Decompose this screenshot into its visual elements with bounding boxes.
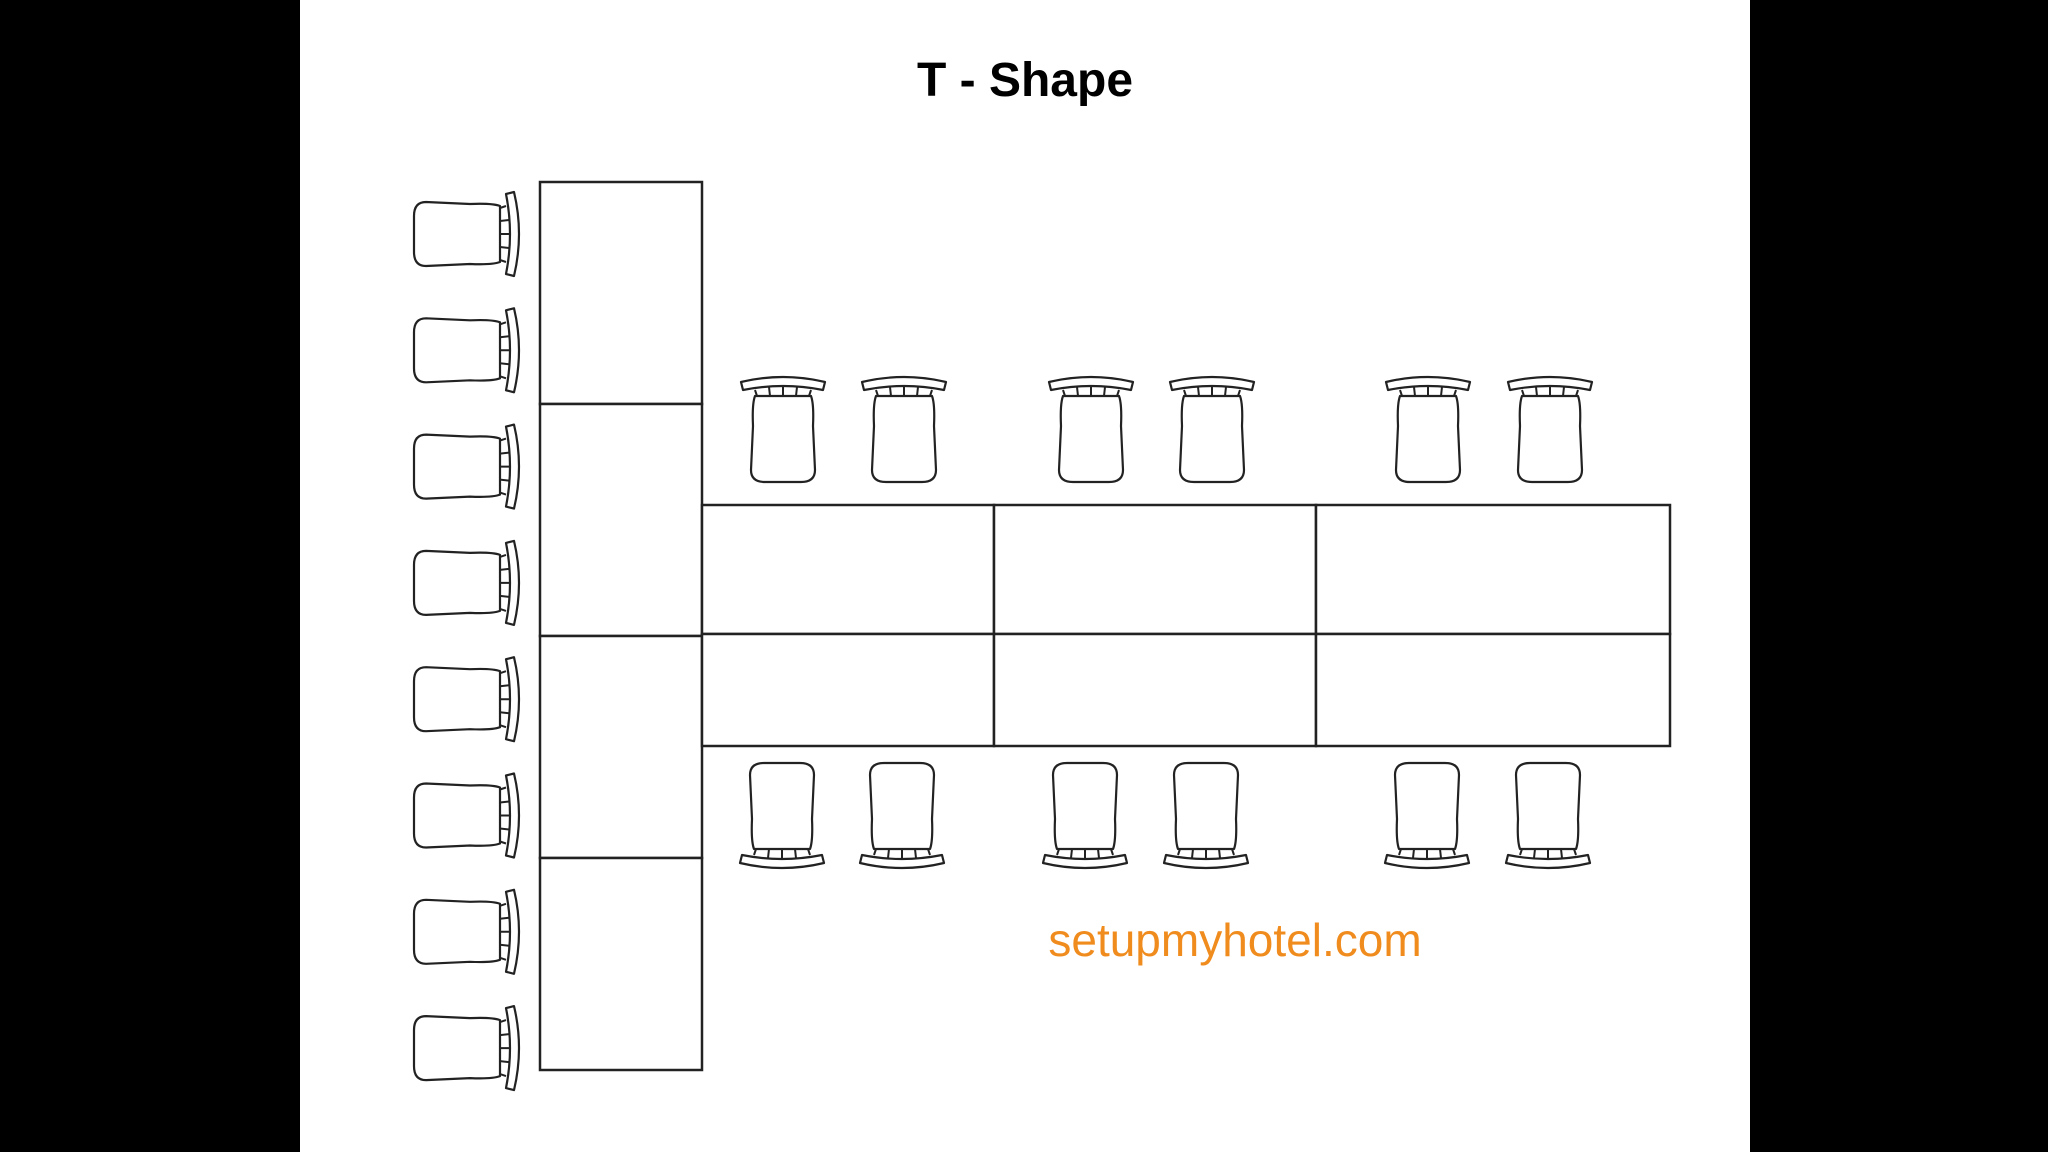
chair-icon [1384,375,1472,484]
crossbar-table [700,632,996,748]
chair-icon [739,375,827,484]
slide-canvas: T - Shape setupmyhotel.com [300,0,1750,1152]
stem-table [538,856,704,1072]
stem-table [538,180,704,406]
chair-icon [412,656,521,743]
chair-icon [858,761,946,870]
chair-icon [1504,761,1592,870]
chair-icon [1041,761,1129,870]
stem-table [538,634,704,860]
chair-icon [412,888,521,975]
chair-icon [738,761,826,870]
chair-icon [1506,375,1594,484]
crossbar-table [992,632,1318,748]
chair-icon [412,1004,521,1092]
crossbar-table [1314,632,1672,748]
diagram-title: T - Shape [916,54,1134,107]
chair-icon [412,539,521,627]
chair-icon [1047,375,1135,484]
chair-icon [1383,761,1471,870]
t-shape-layout-diagram [412,180,1672,1092]
crossbar-table [700,503,996,636]
crossbar-table [1314,503,1672,636]
chair-icon [1168,375,1256,484]
chairs-group [412,190,1594,1092]
tables-group [538,180,1672,1072]
watermark-text: setupmyhotel.com [1048,914,1422,966]
chair-icon [412,423,521,510]
chair-icon [860,375,948,484]
chair-icon [412,190,521,278]
crossbar-table [992,503,1318,636]
chair-icon [412,307,521,394]
chair-icon [412,772,521,859]
stem-table [538,402,704,638]
chair-icon [1162,761,1250,870]
